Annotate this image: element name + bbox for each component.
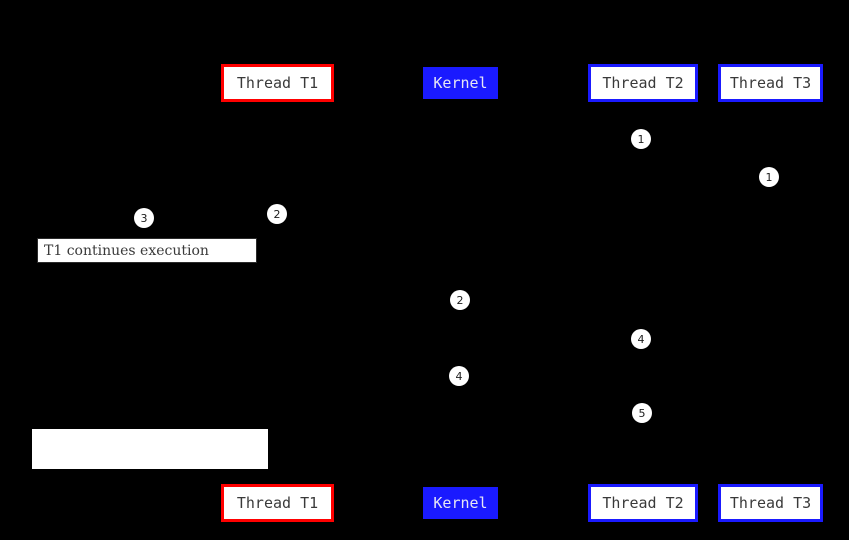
message-arrow-1: [277, 139, 643, 140]
lifeline-footer-kernel[interactable]: Kernel: [423, 487, 498, 519]
note-blank-box: [32, 429, 268, 469]
step-badge-t2-5: 5: [632, 403, 652, 423]
lifeline-header-thread-t1[interactable]: Thread T1: [221, 64, 334, 102]
message-arrow-2: [277, 177, 770, 178]
lifeline-footer-thread-t1[interactable]: Thread T1: [221, 484, 334, 522]
note-t1-continues-execution: T1 continues execution: [37, 238, 257, 263]
lifeline-footer-thread-t3[interactable]: Thread T3: [718, 484, 823, 522]
message-arrow-7: [460, 413, 643, 414]
lifeline-thread-t1: [277, 102, 278, 484]
step-badge-kernel-2: 2: [450, 290, 470, 310]
message-arrow-6: [460, 376, 643, 377]
step-badge-t3-1: 1: [759, 167, 779, 187]
step-badge-t2-4: 4: [631, 329, 651, 349]
step-badge-t1-2: 2: [267, 204, 287, 224]
step-badge-kernel-4: 4: [449, 366, 469, 386]
step-badge-t2-1: 1: [631, 129, 651, 149]
lifeline-header-thread-t2[interactable]: Thread T2: [588, 64, 698, 102]
message-arrow-5: [460, 339, 643, 340]
lifeline-header-kernel[interactable]: Kernel: [423, 67, 498, 99]
message-arrow-3: [277, 214, 460, 215]
message-arrow-4: [460, 300, 643, 301]
lifeline-thread-t2: [643, 102, 644, 484]
step-badge-t1-3: 3: [134, 208, 154, 228]
lifeline-footer-thread-t2[interactable]: Thread T2: [588, 484, 698, 522]
lifeline-thread-t3: [770, 102, 771, 484]
lifeline-header-thread-t3[interactable]: Thread T3: [718, 64, 823, 102]
